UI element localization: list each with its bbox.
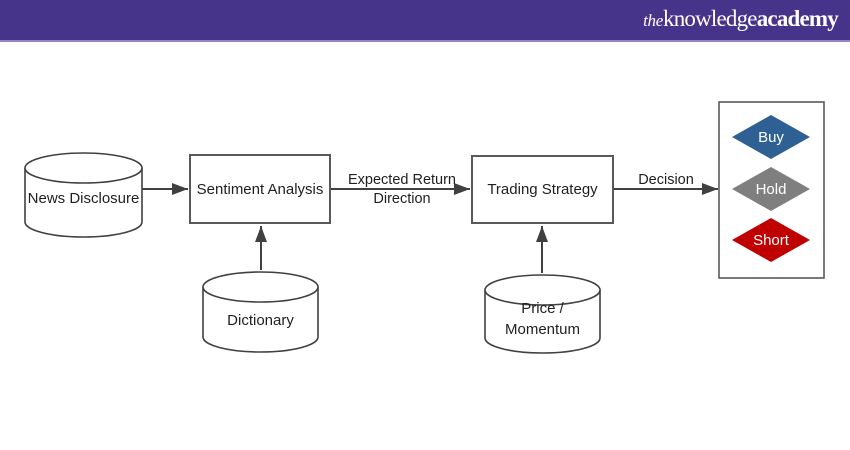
cylinder-top bbox=[202, 271, 319, 303]
node-label-trading-strategy: Trading Strategy bbox=[487, 181, 598, 198]
short-diamond bbox=[732, 218, 810, 262]
process-box bbox=[471, 155, 614, 224]
node-label-price: Price / bbox=[521, 300, 564, 317]
cylinder-top bbox=[484, 274, 601, 306]
outcome-label-hold: Hold bbox=[756, 181, 787, 198]
cylinder-body bbox=[202, 287, 319, 353]
cylinder-top bbox=[24, 152, 143, 184]
outcome-label-buy: Buy bbox=[758, 129, 784, 146]
buy-diamond bbox=[732, 115, 810, 159]
node-label-news-disclosure: News Disclosure bbox=[28, 190, 140, 207]
node-label-momentum: Momentum bbox=[505, 321, 580, 338]
outcome-buy: Buy bbox=[732, 115, 810, 159]
edge-label-expected-return-line2: Direction bbox=[373, 191, 430, 207]
logo-the: the bbox=[643, 10, 663, 30]
node-trading-strategy: Trading Strategy bbox=[471, 155, 614, 224]
hold-diamond bbox=[732, 167, 810, 211]
brand-logo: theknowledgeacademy bbox=[643, 0, 850, 42]
logo-academy: academy bbox=[756, 5, 839, 31]
logo-knowledge: knowledge bbox=[663, 5, 758, 31]
node-news-disclosure: News Disclosure bbox=[24, 152, 143, 238]
edge-label-decision: Decision bbox=[638, 172, 694, 188]
header-bar: theknowledgeacademy bbox=[0, 0, 850, 42]
outcome-label-short: Short bbox=[753, 232, 790, 249]
node-decision-outcomes: Buy Hold Short bbox=[718, 101, 825, 279]
node-label-dictionary: Dictionary bbox=[227, 312, 294, 329]
outcome-short: Short bbox=[732, 218, 810, 262]
cylinder-body bbox=[24, 168, 143, 238]
outcome-hold: Hold bbox=[732, 167, 810, 211]
edge-label-expected-return-line1: Expected Return bbox=[348, 172, 456, 188]
node-dictionary: Dictionary bbox=[202, 271, 319, 353]
process-box bbox=[189, 154, 331, 224]
node-sentiment-analysis: Sentiment Analysis bbox=[189, 154, 331, 224]
node-price-momentum: Price / Momentum bbox=[484, 274, 601, 354]
cylinder-body bbox=[484, 290, 601, 354]
node-label-sentiment-analysis: Sentiment Analysis bbox=[197, 181, 324, 198]
